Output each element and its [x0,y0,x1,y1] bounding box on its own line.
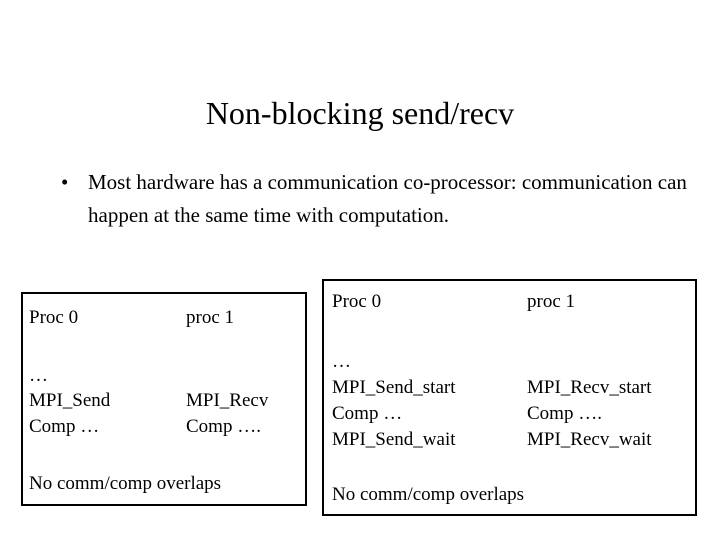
table-row: Comp … Comp …. [324,401,695,427]
overlap-note-label: No comm/comp overlaps [332,484,525,505]
table-row: Proc 0 proc 1 [23,305,305,331]
blocking-example-box: Proc 0 proc 1 … MPI_Send MPI_Recv Comp …… [21,292,307,506]
nonblocking-example-box: Proc 0 proc 1 … MPI_Send_start MPI_Recv_… [322,279,697,516]
bullet-list: • Most hardware has a communication co-p… [56,166,688,232]
table-row: MPI_Send_wait MPI_Recv_wait [324,427,695,453]
table-row: … [324,349,695,375]
proc1-header-label: proc 1 [186,307,235,328]
blocking-example-rows: Proc 0 proc 1 … MPI_Send MPI_Recv Comp …… [23,294,305,504]
table-row: No comm/comp overlaps [23,471,305,497]
overlap-note-label: No comm/comp overlaps [29,473,222,494]
proc0-call-label: Comp … [29,416,100,437]
proc1-call-label: MPI_Recv_wait [527,429,652,450]
table-row: No comm/comp overlaps [324,482,695,508]
proc0-call-label: MPI_Send [29,390,111,411]
proc0-header-label: Proc 0 [29,307,79,328]
page-title: Non-blocking send/recv [205,95,515,132]
proc1-header-label: proc 1 [527,291,576,312]
proc0-call-label: MPI_Send_wait [332,429,456,450]
table-row: … [23,363,305,389]
proc0-call-label: Comp … [332,403,403,424]
bullet-dot-icon: • [61,170,69,194]
bullet-text: Most hardware has a communication co-pro… [88,170,687,227]
proc1-call-label: MPI_Recv [186,390,269,411]
ellipsis-label: … [332,351,351,372]
proc0-header-label: Proc 0 [332,291,382,312]
table-row: MPI_Send_start MPI_Recv_start [324,375,695,401]
nonblocking-example-rows: Proc 0 proc 1 … MPI_Send_start MPI_Recv_… [324,281,695,514]
table-row: Proc 0 proc 1 [324,289,695,315]
proc1-call-label: Comp …. [527,403,602,424]
list-item: • Most hardware has a communication co-p… [56,166,688,232]
proc1-call-label: MPI_Recv_start [527,377,652,398]
proc1-call-label: Comp …. [186,416,261,437]
table-row: Comp … Comp …. [23,414,305,440]
table-row: MPI_Send MPI_Recv [23,388,305,414]
proc0-call-label: MPI_Send_start [332,377,456,398]
ellipsis-label: … [29,365,48,386]
